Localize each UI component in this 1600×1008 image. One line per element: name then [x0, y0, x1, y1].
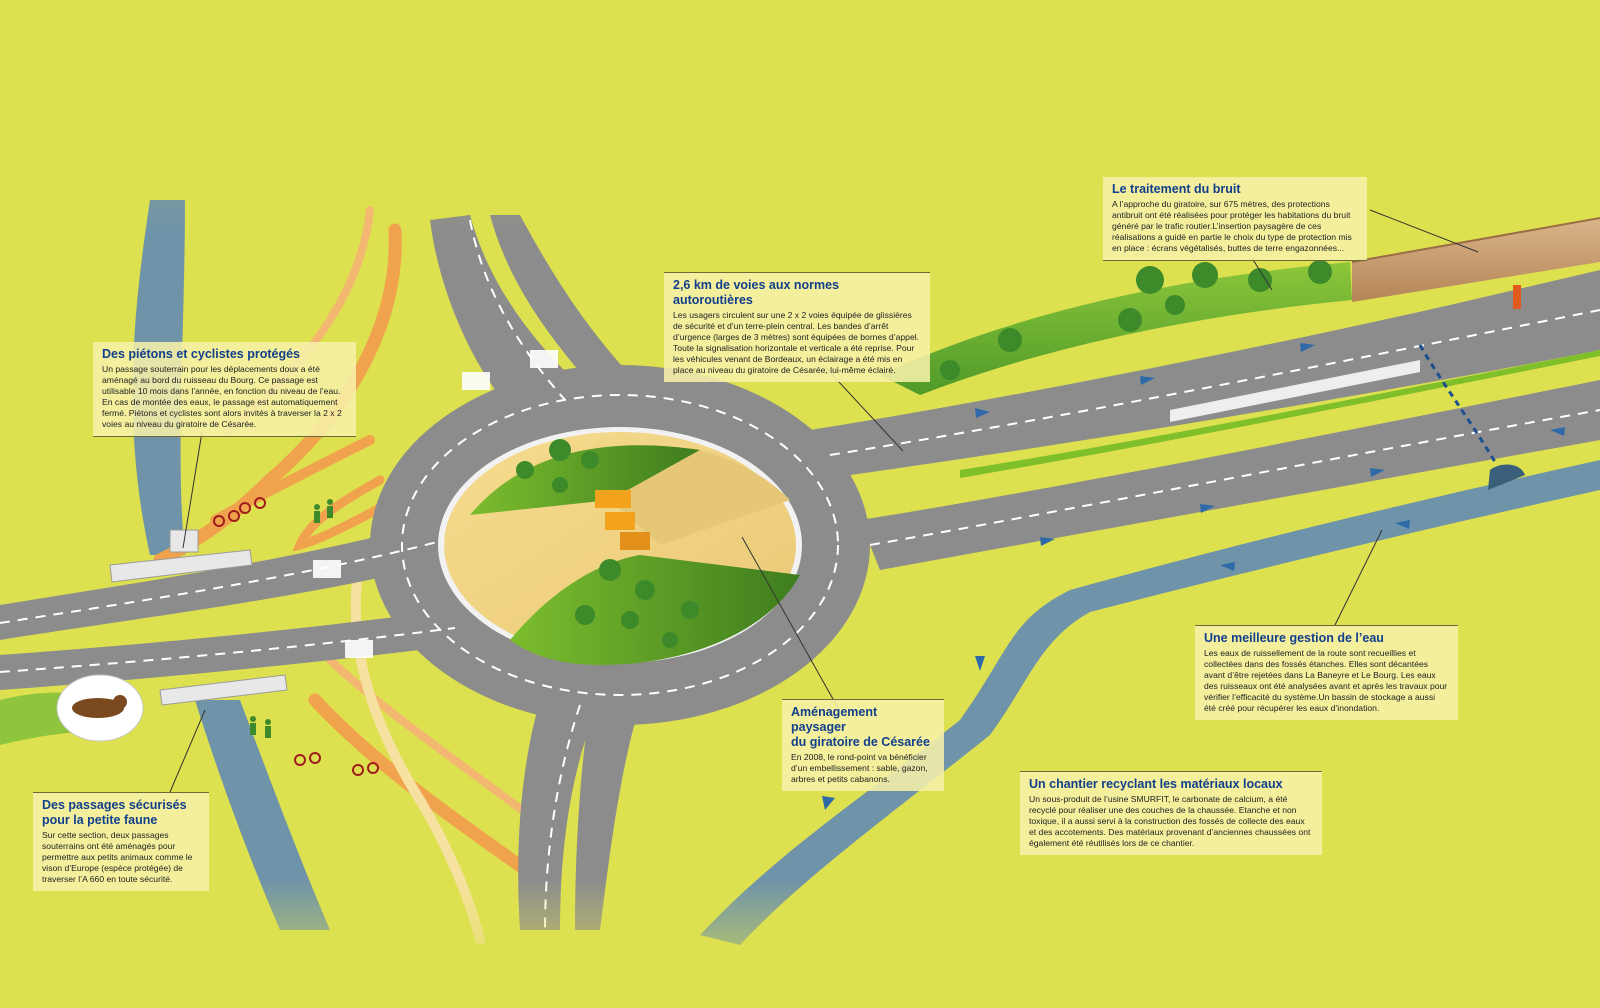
- callout-rule: [664, 272, 930, 273]
- tree-icon: [516, 439, 699, 648]
- callout-rule: [93, 436, 356, 437]
- callout-voies: 2,6 km de voies aux normes autoroutières…: [664, 272, 930, 382]
- river-baneyre: [700, 344, 1600, 945]
- callout-paysager: Aménagement paysager du giratoire de Cés…: [782, 699, 944, 791]
- cyclist-icon: [213, 497, 379, 776]
- callout-eau: Une meilleure gestion de l’eau Les eaux …: [1195, 625, 1458, 720]
- callout-title: Aménagement paysager du giratoire de Cés…: [791, 705, 930, 749]
- callout-rule: [1103, 260, 1367, 261]
- callout-body: Un passage souterrain pour les déplaceme…: [102, 364, 342, 429]
- pedestrian-icon: [250, 499, 333, 738]
- noise-berm: [880, 260, 1352, 395]
- callout-title: Des passages sécurisés pour la petite fa…: [42, 798, 187, 827]
- tree-icon: [940, 260, 1332, 380]
- callout-title: Des piétons et cyclistes protégés: [102, 347, 300, 361]
- callout-rule: [33, 792, 209, 793]
- direction-arrow-icon: [822, 343, 1565, 810]
- callout-body: Les usagers circulent sur une 2 x 2 voie…: [673, 310, 920, 375]
- leader-lines: [169, 209, 1479, 793]
- callout-rule: [782, 699, 944, 700]
- callout-title: Le traitement du bruit: [1112, 182, 1241, 196]
- callout-bruit: Le traitement du bruit A l’approche du g…: [1103, 177, 1367, 261]
- callout-rule: [1020, 771, 1322, 772]
- callout-rule: [1195, 625, 1458, 626]
- callout-chantier: Un chantier recyclant les matériaux loca…: [1020, 771, 1322, 855]
- callout-body: Sur cette section, deux passages souterr…: [42, 830, 193, 884]
- callout-title: 2,6 km de voies aux normes autoroutières: [673, 278, 840, 307]
- cabin-icon: [595, 490, 650, 550]
- callout-body: En 2008, le rond-point va bénéficier d’u…: [791, 752, 928, 784]
- callout-title: Un chantier recyclant les matériaux loca…: [1029, 777, 1283, 791]
- callout-body: Un sous-produit de l’usine SMURFIT, le c…: [1029, 794, 1311, 848]
- median-hatching: [960, 350, 1600, 478]
- crosswalks: [313, 350, 558, 658]
- callout-body: A l’approche du giratoire, sur 675 mètre…: [1112, 199, 1352, 253]
- callout-faune: Des passages sécurisés pour la petite fa…: [33, 792, 209, 891]
- underpass-structures: [109, 529, 288, 706]
- road-markings: [0, 219, 1600, 931]
- emergency-call-post-icon: [1513, 285, 1521, 309]
- callout-title: Une meilleure gestion de l’eau: [1204, 631, 1384, 645]
- callout-pietons: Des piétons et cyclistes protégés Un pas…: [93, 342, 356, 437]
- callout-body: Les eaux de ruissellement de la route so…: [1204, 648, 1448, 713]
- mink-icon: [56, 674, 144, 742]
- roundabout-island: [444, 432, 800, 665]
